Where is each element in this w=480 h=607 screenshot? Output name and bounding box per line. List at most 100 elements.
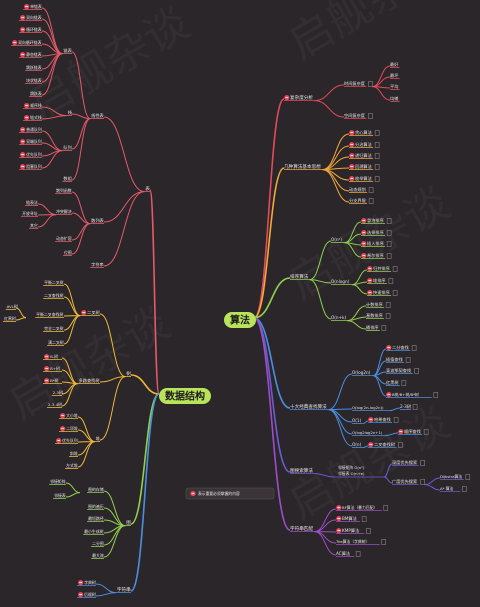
important-badge-icon <box>12 40 18 46</box>
branch-line <box>65 492 81 498</box>
note-icon <box>388 278 394 284</box>
node-label: 均摊 <box>390 95 398 102</box>
important-badge-icon <box>20 15 26 21</box>
node-label: 斜堆 <box>70 451 78 456</box>
node-label: 空间复杂度 <box>344 112 366 119</box>
node-label: 块状链表 <box>26 78 42 83</box>
node-label: 顺序栈 <box>30 103 42 108</box>
important-badge-icon <box>349 164 355 170</box>
branch-line <box>71 223 91 255</box>
node-label: 堆排序 <box>373 277 386 284</box>
data-structures-root-label: 数据结构 <box>165 390 205 403</box>
branch-line <box>309 279 332 284</box>
branch-line <box>253 98 285 319</box>
branch-line <box>95 583 116 594</box>
branch-line <box>103 525 126 558</box>
watermark-text: 启舰杂谈 <box>280 0 458 70</box>
branch-line <box>130 393 160 525</box>
node-label: 图的存储 <box>88 487 104 492</box>
legend: 表示重要必须掌握的内容 <box>185 487 275 500</box>
note-icon <box>386 253 392 259</box>
branch-line <box>424 477 441 486</box>
node-label: KMP算法 <box>342 527 359 534</box>
branch-line <box>372 76 391 88</box>
branch-line <box>71 191 91 225</box>
important-badge-icon <box>398 429 404 435</box>
important-badge-icon <box>349 153 355 159</box>
branch-line <box>309 279 332 320</box>
branch-line <box>314 531 337 556</box>
node-label: 队列 <box>63 144 71 151</box>
important-badge-icon <box>349 142 355 148</box>
branch-line <box>99 313 126 378</box>
note-icon <box>412 404 418 410</box>
important-badge-icon <box>20 139 26 145</box>
branch-line <box>253 277 291 319</box>
branch-line <box>15 317 27 321</box>
branch-line <box>253 317 291 409</box>
important-badge-icon <box>361 253 367 259</box>
branch-line <box>149 189 160 395</box>
branch-line <box>253 317 291 473</box>
node-label: O(1) <box>352 418 362 423</box>
important-badge-icon <box>368 417 374 423</box>
branch-line <box>363 445 369 449</box>
important-badge-icon <box>361 241 367 247</box>
branch-line <box>41 115 67 120</box>
node-label: 计数排序 <box>366 301 383 308</box>
node-label: 快速排序 <box>373 289 390 296</box>
branch-lines <box>15 7 441 597</box>
branch-line <box>322 169 350 192</box>
note-icon <box>385 313 391 319</box>
node-label: 归并排序 <box>373 265 390 272</box>
node-label: 二分查找 <box>392 344 410 351</box>
important-badge-icon <box>367 278 373 284</box>
note-icon <box>361 516 367 522</box>
node-label: 散列表 <box>91 217 104 224</box>
node-label: 链表法 <box>26 200 38 205</box>
node-label: 动态规划 <box>349 186 366 193</box>
branch-line <box>71 212 91 225</box>
branch-line <box>41 130 63 152</box>
node-label: 2-3树 <box>53 390 63 395</box>
node-label: 位图 <box>64 250 72 255</box>
branch-line <box>328 409 353 447</box>
node-label: 二叉查找树 <box>44 293 64 298</box>
node-label: 线性表 <box>91 112 104 119</box>
node-label: 平衡二叉查找树 <box>36 312 63 317</box>
node-label: 冲突解决 <box>56 209 72 214</box>
node-label: Trie算法（字典树） <box>335 539 369 544</box>
node-label: 双端队列 <box>26 139 42 144</box>
node-label: 双向循环链表 <box>18 40 41 45</box>
branch-line <box>372 65 391 88</box>
important-badge-icon <box>20 164 26 170</box>
note-icon <box>405 357 411 363</box>
branch-line <box>314 84 345 102</box>
data-structures-root[interactable]: 数据结构 <box>159 388 211 404</box>
node-label: 图搜索算法 <box>290 467 313 474</box>
branch-line <box>99 376 126 441</box>
branch-line <box>424 484 441 491</box>
watermark-text: 启舰杂谈 <box>20 0 198 130</box>
algorithms-root[interactable]: 算法 <box>224 312 256 328</box>
node-label: 十大经典查找算法 <box>290 403 327 410</box>
node-label: 其它 <box>30 223 38 228</box>
watermark-layer: 启舰杂谈启舰杂谈启舰杂谈启舰杂谈启舰杂谈 <box>0 0 458 530</box>
node-label: 普通队列 <box>26 127 42 132</box>
branch-line <box>372 375 387 397</box>
branch-line <box>103 116 145 193</box>
branch-line <box>63 296 81 317</box>
node-label: 链式栈 <box>30 115 42 120</box>
branch-line <box>63 283 81 317</box>
node-label: 完全二叉树 <box>44 326 64 331</box>
node-label: 分支界限 <box>349 197 367 204</box>
branch-line <box>253 167 285 319</box>
important-badge-icon <box>44 366 50 372</box>
node-label: 二叉树 <box>87 309 100 316</box>
branch-line <box>103 191 145 223</box>
node-label: 跳跃链表 <box>26 65 42 70</box>
node-label: O(nlogn) <box>331 279 350 284</box>
important-badge-icon <box>336 528 342 534</box>
note-icon <box>385 302 391 308</box>
